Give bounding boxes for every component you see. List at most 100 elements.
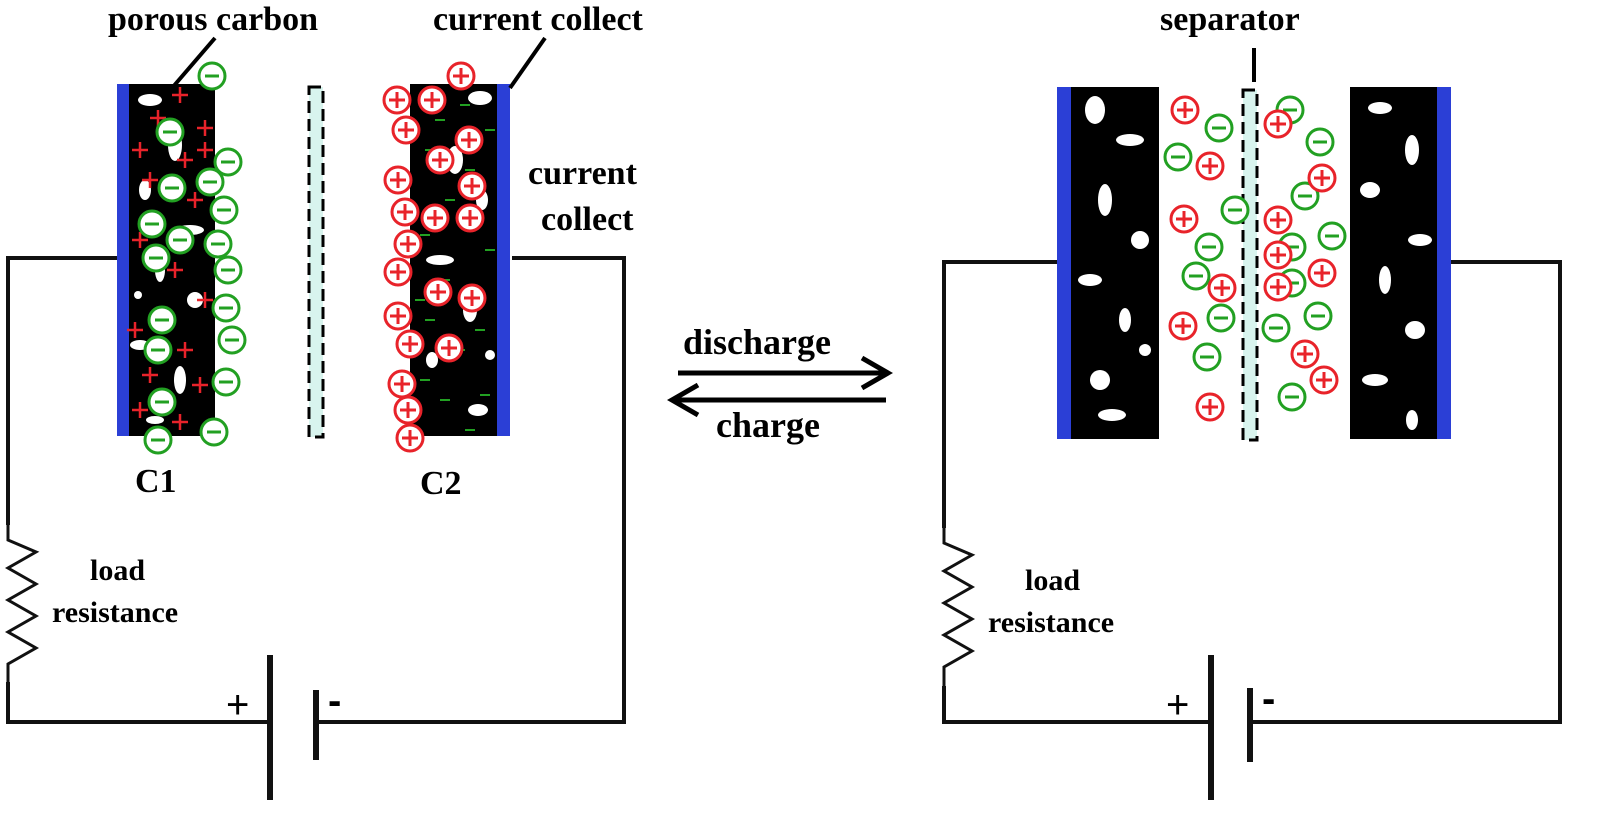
cation-icon	[382, 85, 412, 115]
battery-icon	[267, 655, 319, 800]
anion-icon	[211, 367, 241, 397]
cation-icon	[1307, 258, 1337, 288]
cation-icon	[457, 171, 487, 201]
cation-icon	[1290, 339, 1320, 369]
anion-icon	[147, 387, 177, 417]
anion-icon	[213, 255, 243, 285]
arrow-right-icon	[678, 355, 894, 391]
current-collect-side-line1: current	[528, 155, 638, 192]
anion-icon	[1192, 342, 1222, 372]
battery-minus-label: -	[1262, 677, 1275, 721]
cation-icon	[1168, 311, 1198, 341]
arrow-left-icon	[666, 382, 886, 418]
discharge-label: discharge	[683, 322, 831, 362]
anion-icon	[1277, 382, 1307, 412]
cation-icon	[395, 423, 425, 453]
cation-icon	[457, 283, 487, 313]
left-separator	[307, 85, 325, 439]
anion-icon	[211, 293, 241, 323]
anion-icon	[141, 243, 171, 273]
cation-icon	[383, 301, 413, 331]
cation-icon	[393, 229, 423, 259]
anion-icon	[1220, 195, 1250, 225]
cation-icon	[1170, 95, 1200, 125]
cation-icon	[446, 61, 476, 91]
battery-minus-label: -	[328, 679, 341, 723]
porous-carbon-pointer	[170, 36, 217, 90]
cation-icon	[455, 203, 485, 233]
anion-icon	[195, 167, 225, 197]
right-cell-electrode-right	[1350, 87, 1451, 439]
right-right-pores	[1360, 102, 1432, 430]
c2-label: C2	[420, 465, 462, 502]
porous-carbon-label: porous carbon	[108, 1, 318, 38]
right-cell-electrode-left	[1057, 87, 1159, 439]
cation-icon	[1263, 109, 1293, 139]
load-label-line2: resistance	[988, 606, 1114, 639]
cation-icon	[383, 257, 413, 287]
charge-label: charge	[716, 405, 820, 445]
anion-icon	[137, 209, 167, 239]
load-label-line1: load	[1025, 564, 1080, 597]
anion-icon	[147, 305, 177, 335]
anion-icon	[1194, 232, 1224, 262]
electrode-c2	[410, 84, 510, 436]
resistor-icon	[4, 525, 40, 682]
battery-plus-label: +	[226, 683, 249, 727]
anion-icon	[143, 425, 173, 455]
load-label-line2: resistance	[52, 596, 178, 629]
cation-icon	[1169, 204, 1199, 234]
cation-icon	[1263, 272, 1293, 302]
cation-icon	[1195, 151, 1225, 181]
right-left-pores	[1078, 96, 1151, 421]
cation-icon	[425, 145, 455, 175]
anion-icon	[157, 173, 187, 203]
anion-icon	[1204, 113, 1234, 143]
cation-icon	[1263, 205, 1293, 235]
anion-icon	[1261, 313, 1291, 343]
cation-icon	[423, 277, 453, 307]
anion-icon	[209, 195, 239, 225]
cation-icon	[454, 125, 484, 155]
resistor-icon	[940, 528, 976, 686]
anion-icon	[1317, 221, 1347, 251]
cation-icon	[1263, 240, 1293, 270]
anion-icon	[197, 61, 227, 91]
cation-icon	[420, 203, 450, 233]
c1-label: C1	[135, 463, 177, 500]
cation-icon	[417, 85, 447, 115]
current-collect-side-line2: collect	[541, 201, 634, 238]
right-cell: separator load resistance + -	[940, 1, 1562, 800]
anion-icon	[199, 417, 229, 447]
process-arrows: discharge charge	[666, 322, 894, 445]
anion-icon	[217, 325, 247, 355]
cation-icon	[1195, 392, 1225, 422]
cation-icon	[390, 197, 420, 227]
cation-icon	[1307, 163, 1337, 193]
anion-icon	[155, 117, 185, 147]
load-label-line1: load	[90, 554, 145, 587]
cation-icon	[434, 333, 464, 363]
anion-icon	[203, 229, 233, 259]
current-collect-pointer	[508, 36, 547, 90]
anion-icon	[1163, 142, 1193, 172]
c1-pores	[130, 94, 204, 424]
cation-icon	[393, 395, 423, 425]
anion-icon	[143, 335, 173, 365]
cation-icon	[395, 329, 425, 359]
anion-icon	[1303, 301, 1333, 331]
left-circuit-wire	[6, 256, 626, 724]
separator-label: separator	[1160, 1, 1300, 38]
cation-icon	[391, 115, 421, 145]
battery-plus-label: +	[1166, 683, 1189, 727]
current-collect-top-label: current collect	[433, 1, 644, 38]
cation-icon	[1309, 365, 1339, 395]
left-cell: porous carbon current collect current co…	[4, 1, 644, 800]
cation-icon	[1207, 273, 1237, 303]
c2-anion-marks	[415, 104, 495, 431]
anion-icon	[1305, 127, 1335, 157]
cation-icon	[383, 165, 413, 195]
anion-icon	[1206, 303, 1236, 333]
right-circuit-wire	[942, 260, 1562, 724]
